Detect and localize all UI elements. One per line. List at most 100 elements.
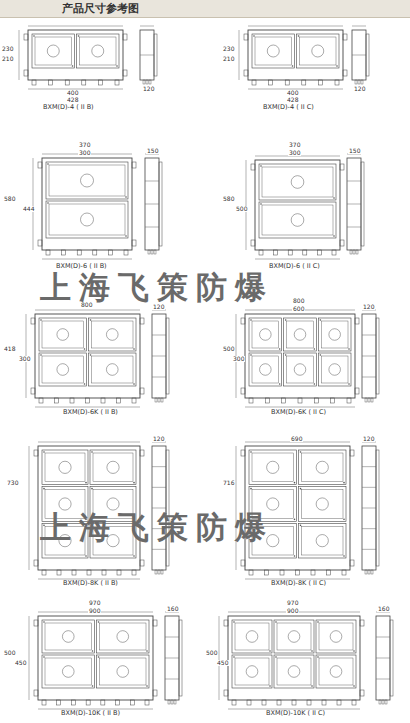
model-caption: BXM(D)-4 ( II B) <box>42 104 95 111</box>
side-gland <box>379 700 381 704</box>
operating-handle <box>107 461 119 473</box>
cover-bolt <box>33 35 35 37</box>
dimension-value: 500 <box>222 346 235 352</box>
cable-gland <box>117 570 121 575</box>
dimension-line <box>28 26 123 27</box>
operating-handle <box>59 498 71 510</box>
operating-handle <box>329 329 341 341</box>
mounting-lug <box>340 240 344 246</box>
cover-bolt <box>250 319 252 321</box>
side-rib <box>362 356 376 357</box>
cable-gland <box>265 398 269 403</box>
cover-bolt <box>84 383 86 385</box>
cable-gland <box>77 250 81 255</box>
module-cover <box>319 658 353 685</box>
dimension-value: 300 <box>18 356 31 362</box>
cover-bolt <box>133 348 135 350</box>
breaker-module <box>32 34 75 68</box>
dimension-value: 120 <box>142 86 155 92</box>
cable-gland <box>87 570 91 575</box>
operating-handle <box>107 498 119 510</box>
side-rib <box>152 487 166 488</box>
operating-handle <box>288 666 300 678</box>
cable-gland <box>332 250 336 255</box>
side-rib <box>352 55 366 56</box>
cable-gland <box>65 80 69 85</box>
watermark: 上海飞策防爆 <box>40 272 274 303</box>
module-cover <box>42 321 84 348</box>
side-flange <box>376 450 379 566</box>
breaker-module <box>97 620 150 653</box>
cover-bolt <box>47 202 49 204</box>
mounting-lug <box>153 690 157 696</box>
cable-gland <box>93 250 97 255</box>
cable-gland <box>46 250 50 255</box>
side-gland <box>143 80 145 84</box>
cover-bolt <box>353 650 355 652</box>
cable-gland <box>303 250 307 255</box>
cable-gland <box>132 570 136 575</box>
cover-bolt <box>146 650 148 652</box>
mounting-lug <box>360 690 364 696</box>
cover-bolt <box>294 482 296 484</box>
mounting-lug <box>350 560 354 566</box>
cable-gland <box>57 570 61 575</box>
operating-handle <box>294 364 306 376</box>
side-rib <box>362 528 376 529</box>
side-gland <box>151 250 153 254</box>
breaker-module <box>318 353 351 386</box>
cover-bolt <box>292 65 294 67</box>
operating-handle <box>92 45 104 57</box>
side-gland <box>146 80 148 84</box>
enclosure-front <box>248 30 343 80</box>
dimension-line <box>33 158 34 250</box>
dimension-value: 300 <box>232 356 245 362</box>
module-cover <box>235 623 269 650</box>
module-cover <box>252 453 294 482</box>
dimension-value: 120 <box>362 304 375 310</box>
breaker-module <box>318 318 351 351</box>
dimension-value: 450 <box>14 660 27 666</box>
side-rib <box>140 55 154 56</box>
side-flange <box>159 162 162 246</box>
mounting-lug <box>251 240 255 246</box>
operating-handle <box>316 535 328 547</box>
module-cover <box>319 623 353 650</box>
operating-handle <box>294 329 306 341</box>
cable-gland <box>296 570 300 575</box>
side-rib <box>362 487 376 488</box>
cover-bolt <box>300 451 302 453</box>
breaker-module <box>259 164 336 200</box>
side-rib <box>145 227 159 228</box>
side-gland <box>350 250 352 254</box>
dimension-value: 160 <box>377 606 390 612</box>
operating-handle <box>57 329 69 341</box>
enclosure-front <box>38 616 153 700</box>
cover-bolt <box>314 383 316 385</box>
mounting-lug <box>123 70 127 76</box>
cover-bolt <box>84 348 86 350</box>
cover-bolt <box>253 35 255 37</box>
operating-handle <box>291 214 304 227</box>
cover-bolt <box>333 197 335 199</box>
cover-bolt <box>146 685 148 687</box>
mounting-lug <box>244 70 248 76</box>
model-caption: BXM(D)-10K ( II B) <box>60 710 121 717</box>
cable-gland <box>70 398 74 403</box>
operating-handle <box>117 631 129 643</box>
cover-bolt <box>91 488 93 490</box>
module-cover <box>42 356 84 383</box>
operating-handle <box>62 631 74 643</box>
cable-gland <box>352 700 356 705</box>
cover-bolt <box>285 354 287 356</box>
model-caption: BXM(D)-6K ( II C) <box>270 409 327 416</box>
module-cover <box>287 356 314 383</box>
cable-gland <box>101 398 105 403</box>
side-rib <box>145 181 159 182</box>
model-caption: BXM(D)-8K ( II B) <box>62 580 119 587</box>
module-cover <box>262 167 333 197</box>
side-gland <box>361 80 363 84</box>
cover-bolt <box>348 383 350 385</box>
operating-handle <box>312 45 324 57</box>
module-cover <box>262 205 333 235</box>
